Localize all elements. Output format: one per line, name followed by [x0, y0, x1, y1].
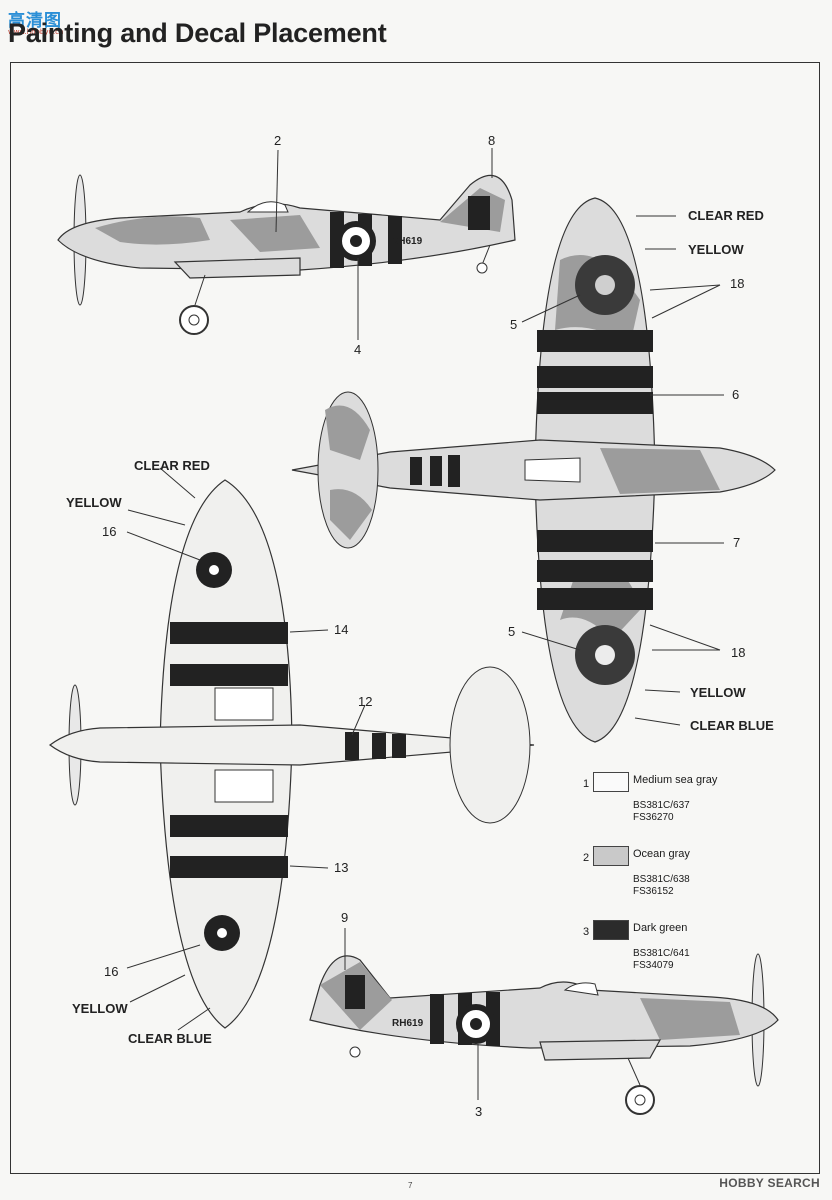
color-swatch: [593, 772, 629, 792]
page-number: 7: [408, 1181, 413, 1190]
callout-2: 2: [274, 133, 282, 148]
tail-wheel: [349, 1046, 361, 1058]
camo-patch: [230, 215, 320, 252]
callout-9: 9: [341, 910, 349, 925]
callout-16: 16: [102, 524, 117, 539]
invasion-stripe: [170, 664, 288, 686]
side-view-upper: [57, 148, 516, 340]
page-title: Painting and Decal Placement: [8, 18, 387, 48]
callout-7: 7: [733, 535, 741, 550]
label-clear-red: CLEAR RED: [688, 208, 764, 223]
invasion-stripe: [537, 330, 653, 352]
wing: [539, 1039, 662, 1061]
callout-8: 8: [488, 133, 496, 148]
callout-14: 14: [334, 622, 349, 637]
label-clear-red: CLEAR RED: [134, 458, 210, 473]
callout-3: 3: [475, 1104, 483, 1119]
plan-view-upper: [291, 197, 776, 743]
camo-patch: [600, 448, 720, 494]
legend-color-name: Ocean gray: [633, 848, 690, 860]
canopy: [563, 982, 599, 996]
tailplane: [449, 666, 531, 824]
invasion-stripe: [537, 560, 653, 582]
label-clear-blue: CLEAR BLUE: [128, 1031, 212, 1046]
canopy: [524, 457, 581, 483]
camo-patch: [325, 405, 370, 460]
label-yellow: YELLOW: [66, 495, 122, 510]
invasion-stripe: [537, 588, 653, 610]
watermark-cn: 高清图: [8, 11, 62, 31]
serial-marking: RH619: [391, 236, 423, 247]
camo-patch: [640, 998, 740, 1040]
callout-16: 16: [104, 964, 119, 979]
callout-13: 13: [334, 860, 349, 875]
side-view-lower: [309, 928, 779, 1115]
main-wheel: [179, 305, 209, 335]
fuselage-stripe: [392, 734, 406, 758]
label-yellow: YELLOW: [72, 1001, 128, 1016]
invasion-stripe: [170, 622, 288, 644]
invasion-stripe: [388, 216, 402, 264]
fuselage-stripe: [448, 455, 460, 487]
watermark: 高清图 www.hobbyu.cn: [8, 6, 70, 36]
invasion-stripe: [170, 815, 288, 837]
canopy: [246, 201, 289, 213]
main-wheel: [625, 1085, 655, 1115]
wing: [173, 257, 301, 279]
color-swatch: [593, 846, 629, 866]
invasion-stripe: [170, 856, 288, 878]
callout-12: 12: [358, 694, 373, 709]
rudder-stripe: [345, 975, 365, 1009]
callout-18: 18: [731, 645, 746, 660]
invasion-stripe: [430, 994, 444, 1044]
legend-number: 3: [583, 926, 590, 938]
color-swatch: [593, 920, 629, 940]
callout-5: 5: [508, 624, 516, 639]
invasion-stripe: [537, 392, 653, 414]
invasion-stripe: [537, 530, 653, 552]
legend-number: 1: [583, 778, 590, 790]
label-clear-blue: CLEAR BLUE: [690, 718, 774, 733]
callout-18: 18: [730, 276, 745, 291]
diagram-frame: [10, 62, 820, 1174]
serial-marking: RH619: [392, 1018, 424, 1029]
callout-5: 5: [510, 317, 518, 332]
legend-color-name: Dark green: [633, 922, 688, 934]
plan-view-lower: [48, 467, 535, 1031]
camo-patch: [330, 489, 372, 540]
invasion-stripe: [537, 366, 653, 388]
camo-patch: [95, 216, 210, 245]
fuselage: [48, 724, 535, 766]
fuselage-stripe: [345, 732, 359, 760]
source-watermark: HOBBY SEARCH: [719, 1176, 820, 1190]
legend-color-name: Medium sea gray: [633, 774, 718, 786]
fuselage-stripe: [410, 457, 422, 485]
label-yellow: YELLOW: [688, 242, 744, 257]
label-yellow: YELLOW: [690, 685, 746, 700]
callout-4: 4: [354, 342, 362, 357]
roundel-center: [595, 645, 615, 665]
fuselage-stripe: [372, 733, 386, 759]
callout-6: 6: [732, 387, 740, 402]
fuselage-stripe: [430, 456, 442, 486]
tail-wheel: [476, 262, 488, 274]
legend-number: 2: [583, 852, 590, 864]
roundel-center: [595, 275, 615, 295]
rudder-stripe: [468, 196, 490, 230]
roundel-center: [350, 235, 362, 247]
watermark-url: www.hobbyu.cn: [8, 28, 64, 36]
